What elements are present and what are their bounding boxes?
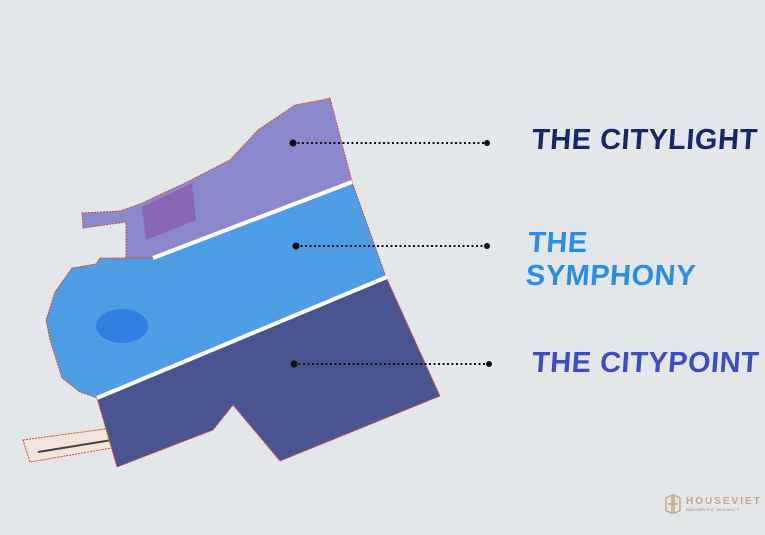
- leader-lines: [293, 142, 489, 365]
- lake: [96, 309, 148, 343]
- houseviet-logo: HOUSEVIET BÁN MIỄN PHÍ · MUA NHƯ Ý: [664, 494, 762, 514]
- houseviet-logo-icon: [665, 494, 681, 514]
- zone-citypoint[interactable]: [96, 276, 441, 468]
- logo-name: HOUSEVIET: [686, 496, 762, 507]
- zone-citylight-block: [142, 183, 196, 240]
- label-citylight: THE CITYLIGHT: [530, 124, 759, 156]
- label-citypoint: THE CITYPOINT: [530, 347, 761, 379]
- access-road: [22, 427, 118, 463]
- label-symphony: THE SYMPHONY: [524, 227, 697, 292]
- leader-dots: [289, 139, 492, 368]
- zone-dividers: [96, 180, 388, 400]
- logo-tagline: BÁN MIỄN PHÍ · MUA NHƯ Ý: [686, 507, 740, 512]
